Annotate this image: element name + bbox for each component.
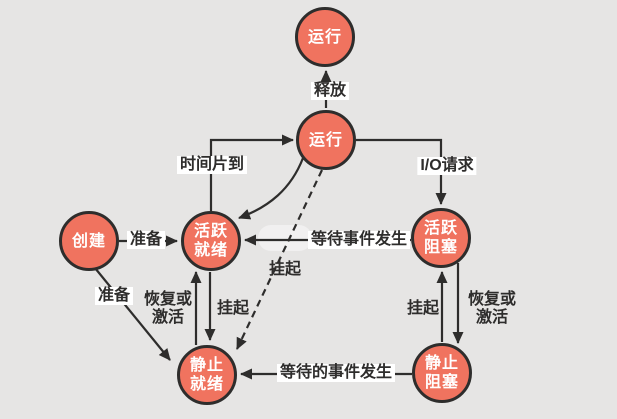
label-resume-blocked-line2: 激活 — [475, 309, 509, 326]
label-wait-event: 等待事件发生 — [307, 231, 411, 249]
node-running: 运行 — [296, 110, 356, 170]
label-resume-blocked: 恢复或 激活 — [468, 291, 516, 327]
node-static-blocked-label-line2: 阻塞 — [424, 374, 459, 391]
label-resume-ready-line2: 激活 — [151, 309, 185, 326]
label-io-request: I/O请求 — [417, 157, 477, 175]
node-static-blocked-label-line1: 静止 — [424, 355, 459, 372]
edge-active-ready-to-running — [209, 134, 294, 211]
node-static-ready-label-line2: 就绪 — [189, 376, 224, 393]
label-prepare-to-active-ready: 准备 — [126, 231, 166, 249]
node-static-blocked: 静止 阻塞 — [412, 343, 472, 403]
node-running-top: 运行 — [295, 7, 355, 67]
edge-running-to-static-ready-dashed — [236, 169, 323, 350]
label-resume-ready: 恢复或 激活 — [144, 291, 192, 327]
node-active-blocked-label-line2: 阻塞 — [423, 239, 458, 256]
node-active-blocked-label-line1: 活跃 — [423, 220, 458, 237]
node-running-label: 运行 — [308, 131, 343, 149]
edge-running-to-active-blocked — [356, 138, 447, 205]
node-active-ready-label-line1: 活跃 — [193, 223, 228, 240]
node-running-top-label: 运行 — [307, 28, 342, 46]
node-create: 创建 — [59, 211, 119, 271]
label-suspend-blocked: 挂起 — [406, 300, 440, 317]
label-prepare-to-static-ready: 准备 — [94, 287, 134, 305]
edge-create-to-static-ready — [94, 267, 171, 361]
label-release: 释放 — [310, 82, 350, 100]
label-suspend-ready: 挂起 — [216, 300, 250, 317]
label-time-slice: 时间片到 — [176, 156, 248, 174]
label-resume-blocked-line1: 恢复或 — [467, 291, 517, 308]
node-active-blocked: 活跃 阻塞 — [411, 208, 471, 268]
label-waited-event: 等待的事件发生 — [276, 364, 396, 382]
node-active-ready-label-line2: 就绪 — [193, 242, 228, 259]
label-resume-ready-line1: 恢复或 — [143, 291, 193, 308]
node-static-ready: 静止 就绪 — [177, 345, 237, 405]
label-suspend-from-running: 挂起 — [268, 261, 302, 278]
edge-running-to-active-ready-curve — [238, 157, 305, 220]
node-active-ready: 活跃 就绪 — [181, 211, 241, 271]
node-create-label: 创建 — [71, 232, 106, 250]
node-static-ready-label-line1: 静止 — [189, 357, 224, 374]
